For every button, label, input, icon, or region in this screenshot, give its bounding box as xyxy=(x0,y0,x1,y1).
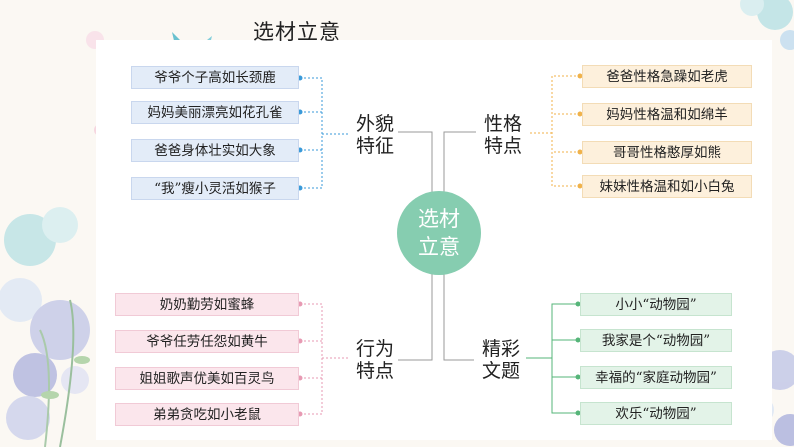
behavior-item: 爷爷任劳任怨如黄牛 xyxy=(115,330,299,353)
behavior-item: 弟弟贪吃如小老鼠 xyxy=(115,403,299,426)
page-title: 选材立意 xyxy=(253,20,341,44)
personality-item: 爸爸性格急躁如老虎 xyxy=(582,65,752,88)
title-item: 小小“动物园” xyxy=(580,293,732,316)
appearance-item: 爷爷个子高如长颈鹿 xyxy=(131,66,299,89)
title-item: 我家是个“动物园” xyxy=(580,329,732,352)
title-item: 幸福的“家庭动物园” xyxy=(580,366,732,389)
behavior-item: 奶奶勤劳如蜜蜂 xyxy=(115,293,299,316)
appearance-item: 妈妈美丽漂亮如花孔雀 xyxy=(131,101,299,124)
personality-item: 妹妹性格温和如小白兔 xyxy=(582,175,752,198)
branch-label-personality: 性格特点 xyxy=(483,113,522,157)
behavior-item: 姐姐歌声优美如百灵鸟 xyxy=(115,367,299,390)
branch-label-appearance: 外貌特征 xyxy=(355,113,394,157)
branch-label-behavior: 行为特点 xyxy=(355,338,394,382)
appearance-item: 爸爸身体壮实如大象 xyxy=(131,139,299,162)
appearance-item: “我”瘦小灵活如猴子 xyxy=(131,177,299,200)
title-item: 欢乐“动物园” xyxy=(580,402,732,425)
center-label: 选材立意 xyxy=(418,207,460,259)
center-node: 选材立意 xyxy=(397,191,481,275)
personality-item: 妈妈性格温和如绵羊 xyxy=(582,103,752,126)
personality-item: 哥哥性格憨厚如熊 xyxy=(582,141,752,164)
branch-label-titles: 精彩文题 xyxy=(481,338,520,382)
